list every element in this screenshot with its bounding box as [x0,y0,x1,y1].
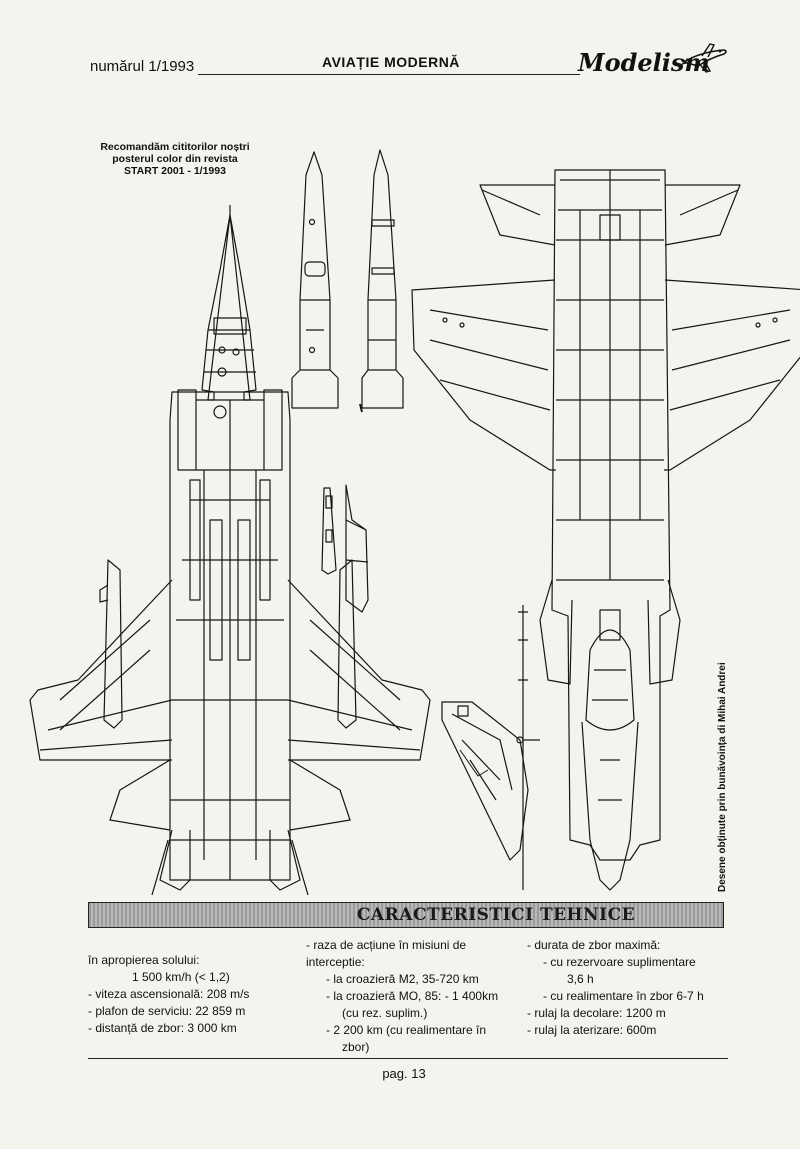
spec-line: - raza de acțiune în misiuni de [306,938,467,952]
page-number-text: pag. 13 [382,1066,426,1081]
spec-line: - la croazieră MO, 85: - 1 400km [326,989,499,1003]
specs-banner: CARACTERISTICI TEHNICE [88,902,724,928]
aircraft-bottom-view [29,205,431,896]
spec-line: - rulaj la decolare: 1200 m [527,1006,666,1020]
footer-rule [88,1058,728,1059]
spec-line: - cu realimentare în zbor 6-7 h [543,989,704,1003]
aircraft-top-view [411,169,800,891]
specs-title: CARACTERISTICI TEHNICE [356,905,636,925]
spec-line: - 2 200 km (cu realimentare în [326,1023,487,1037]
specs-column-1: în apropierea solului: 1 500 km/h (< 1,2… [88,952,298,1037]
spec-line: - durata de zbor maximă: [527,938,661,952]
wing-pylon-view [321,484,369,613]
page-header: numărul 1/1993 AVIAȚIE MODERNĂ Modelism [0,0,800,95]
header-rule [198,74,580,75]
drawing-credit: Desene obținute prin bunăvoința di Mihai… [717,662,728,892]
tail-section-view [441,605,540,890]
airplane-icon [680,43,727,73]
recommendation-line: posterul color din revista [112,153,238,165]
page-number: pag. 13 [0,1066,800,1081]
spec-line: - la croazieră M2, 35-720 km [326,972,479,986]
recommendation-line: Recomandăm cititorilor noștri [100,141,250,153]
specs-column-3: - durata de zbor maximă: - cu rezervoare… [527,937,727,1039]
spec-line: (cu rez. suplim.) [342,1006,428,1020]
spec-line: - rulaj la aterizare: 600m [527,1023,657,1037]
recommendation-note: Recomandăm cititorilor noștri posterul c… [95,141,255,177]
spec-line: - plafon de serviciu: 22 859 m [88,1004,246,1018]
magazine-title: AVIAȚIE MODERNĂ [318,54,464,70]
spec-line: interceptie: [306,955,365,969]
recommendation-line: START 2001 - 1/1993 [124,165,226,177]
issue-number: numărul 1/1993 [90,58,195,75]
specs-column-2: - raza de acțiune în misiuni de intercep… [306,937,521,1056]
spec-line: - viteza ascensională: 208 m/s [88,987,250,1001]
spec-line: în apropierea solului: [88,953,200,967]
spec-line: - distanță de zbor: 3 000 km [88,1021,237,1035]
aircraft-drawings [29,149,800,896]
external-tank-views [291,149,404,413]
spec-line: - cu rezervoare suplimentare [543,955,696,969]
spec-line: 3,6 h [567,972,594,986]
spec-line: 1 500 km/h (< 1,2) [132,970,230,984]
spec-line: zbor) [342,1040,370,1054]
